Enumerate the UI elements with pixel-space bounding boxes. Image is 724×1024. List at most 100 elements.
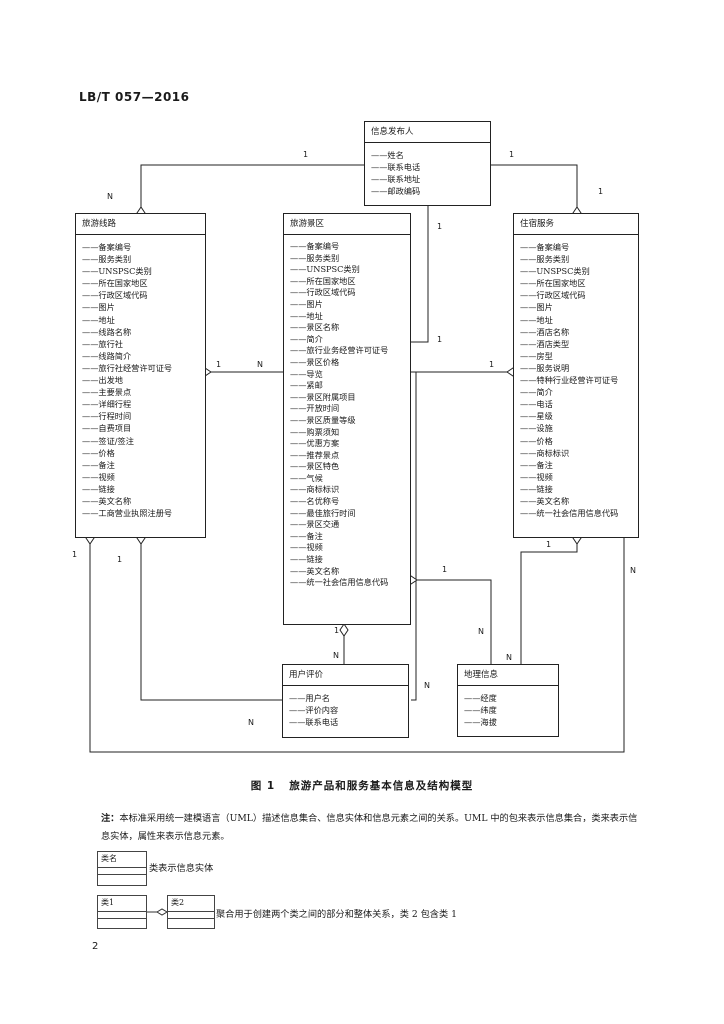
attribute: ——英文名称	[290, 565, 340, 576]
attribute: ——行政区域代码	[82, 290, 148, 301]
attribute: ——所在国家地区	[82, 278, 148, 289]
attribute: ——详细行程	[82, 399, 132, 410]
attribute: ——购票须知	[290, 426, 340, 437]
attribute: ——主要景点	[82, 387, 132, 398]
legend-divider	[98, 912, 146, 919]
attribute: ——景区特色	[290, 461, 340, 472]
attribute: ——服务类别	[290, 252, 340, 263]
class-geo-info: 地理信息 ——经度——纬度——海拔	[457, 664, 559, 737]
aggregation-diamond-icon	[147, 908, 168, 916]
page-number: 2	[92, 941, 99, 952]
attribute: ——设施	[520, 423, 553, 434]
attribute-list: ——备案编号——服务类别——UNSPSC类别——所在国家地区——行政区域代码——…	[284, 235, 410, 589]
attribute: ——地址	[290, 310, 323, 321]
attribute: ——经度	[464, 693, 497, 703]
attribute: ——联系电话	[289, 717, 339, 728]
attribute: ——价格	[82, 447, 115, 458]
class-info-publisher: 信息发布人 ——姓名——联系电话——联系地址——邮政编码	[364, 121, 491, 206]
attribute: ——旅行社	[82, 338, 123, 349]
multiplicity-label: 1	[489, 360, 495, 369]
attribute: ——简介	[290, 333, 323, 344]
attribute: ——所在国家地区	[290, 275, 356, 286]
attribute: ——景区价格	[290, 356, 340, 367]
attribute: ——房型	[520, 350, 553, 361]
attribute: ——电话	[520, 399, 553, 410]
attribute: ——备注	[82, 459, 115, 470]
multiplicity-label: N	[630, 566, 636, 575]
figure-title: 旅游产品和服务基本信息及结构模型	[289, 780, 474, 792]
attribute: ——行程时间	[82, 411, 132, 422]
attribute: ——纬度	[464, 705, 497, 716]
class-title: 信息发布人	[365, 122, 490, 143]
multiplicity-label: 1	[303, 150, 309, 159]
attribute-list: ——备案编号——服务类别——UNSPSC类别——所在国家地区——行政区域代码——…	[76, 235, 205, 519]
attribute: ——价格	[520, 435, 553, 446]
attribute: ——服务类别	[520, 254, 570, 265]
attribute: ——所在国家地区	[520, 278, 586, 289]
attribute: ——酒店类型	[520, 338, 570, 349]
note-text: 本标准采用统一建模语言（UML）描述信息集合、信息实体和信息元素之间的关系。UM…	[101, 813, 638, 842]
multiplicity-label: N	[257, 360, 263, 369]
attribute: ——特种行业经营许可证号	[520, 375, 619, 386]
multiplicity-label: 1	[216, 360, 222, 369]
attribute: ——UNSPSC类别	[82, 266, 152, 277]
attribute: ——服务说明	[520, 362, 570, 373]
attribute: ——行政区域代码	[290, 287, 356, 298]
legend-class2-name: 类2	[168, 896, 214, 912]
legend-class-name: 类名	[98, 852, 146, 868]
multiplicity-label: N	[333, 651, 339, 660]
attribute: ——备注	[290, 530, 323, 541]
class-title: 用户评价	[283, 665, 408, 686]
attribute: ——图片	[82, 302, 115, 313]
attribute: ——景区附属项目	[290, 391, 356, 402]
multiplicity-label: N	[248, 718, 254, 727]
attribute: ——推荐景点	[290, 449, 340, 460]
attribute: ——地址	[520, 314, 553, 325]
figure-caption: 图 1 旅游产品和服务基本信息及结构模型	[0, 778, 724, 793]
multiplicity-label: N	[424, 681, 430, 690]
multiplicity-label: 1	[437, 335, 443, 344]
attribute: ——联系地址	[371, 174, 421, 185]
multiplicity-label: 1	[117, 555, 123, 564]
multiplicity-label: 1	[334, 626, 340, 635]
multiplicity-label: 1	[442, 565, 448, 574]
attribute-list: ——姓名——联系电话——联系地址——邮政编码	[365, 143, 490, 197]
attribute: ——气候	[290, 472, 323, 483]
attribute: ——邮政编码	[371, 186, 421, 197]
attribute: ——出发地	[82, 375, 123, 386]
attribute: ——备注	[520, 459, 553, 470]
attribute: ——开放时间	[290, 403, 340, 414]
attribute: ——行政区域代码	[520, 290, 586, 301]
legend-divider	[98, 868, 146, 875]
multiplicity-label: 1	[72, 550, 78, 559]
attribute: ——景区交通	[290, 519, 340, 530]
legend-class1-box: 类1	[97, 895, 147, 929]
multiplicity-label: 1	[598, 187, 604, 196]
attribute: ——姓名	[371, 150, 404, 160]
attribute: ——最佳旅行时间	[290, 507, 356, 518]
attribute: ——景区名称	[290, 322, 340, 333]
attribute: ——优惠方案	[290, 438, 340, 449]
multiplicity-label: 1	[546, 540, 552, 549]
multiplicity-label: N	[107, 192, 113, 201]
attribute: ——备案编号	[82, 242, 132, 252]
attribute: ——链接	[82, 483, 115, 494]
attribute: ——统一社会信用信息代码	[290, 577, 389, 588]
attribute: ——自费项目	[82, 423, 132, 434]
attribute: ——链接	[290, 554, 323, 565]
attribute: ——UNSPSC类别	[520, 266, 590, 277]
attribute: ——统一社会信用信息代码	[520, 508, 619, 519]
attribute: ——名优称号	[290, 496, 340, 507]
attribute: ——视频	[290, 542, 323, 553]
attribute: ——备案编号	[290, 241, 340, 251]
attribute: ——酒店名称	[520, 326, 570, 337]
attribute: ——旅行社经营许可证号	[82, 362, 173, 373]
attribute: ——英文名称	[82, 495, 132, 506]
attribute: ——旅行业务经营许可证号	[290, 345, 389, 356]
legend-aggregation-desc: 聚合用于创建两个类之间的部分和整体关系，类 2 包含类 1	[216, 909, 457, 920]
legend-class-desc: 类表示信息实体	[149, 863, 214, 874]
attribute: ——视频	[520, 471, 553, 482]
legend-class-box: 类名	[97, 851, 147, 886]
attribute: ——商标标识	[520, 447, 570, 458]
attribute: ——评价内容	[289, 705, 339, 716]
